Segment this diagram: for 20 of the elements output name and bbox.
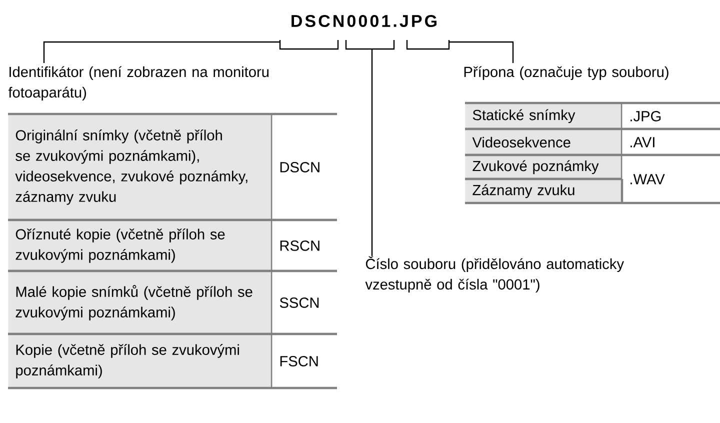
table-cell: Videosekvence <box>464 128 624 156</box>
table-cell: SSCN <box>270 270 338 336</box>
description-text: Přípona (označuje typ souboru) <box>464 66 668 80</box>
leader-line <box>449 41 514 63</box>
title: DSCN0001.JPG <box>292 14 436 28</box>
leader-line <box>371 49 373 256</box>
table-cell: .AVI <box>620 128 720 156</box>
table-cell: Zvukové poznámky <box>464 154 624 180</box>
table-cell: Statické snímky <box>464 102 624 130</box>
table-cell: Malé kopie snímků (včetně příloh se zvukovými poznámkami) <box>6 270 274 336</box>
table-cell: Záznamy zvuku <box>464 178 624 204</box>
table-cell: RSCN <box>270 218 338 272</box>
table-cell: .WAV <box>620 154 720 204</box>
table-cell: FSCN <box>270 332 338 390</box>
table-cell: Oříznuté kopie (včetně příloh se zvukovými poznámkami) <box>6 218 274 272</box>
description-text: Identifikátor (není zobrazen na monitoru fotoaparátu) <box>8 66 269 100</box>
table-cell: .JPG <box>620 102 720 130</box>
description-text: Číslo souboru (přidělováno automaticky vzestupně od čísla "0001") <box>365 256 624 292</box>
leader-line <box>43 41 280 63</box>
table-cell: Kopie (včetně příloh se zvukovými poznámkami) <box>6 332 274 390</box>
